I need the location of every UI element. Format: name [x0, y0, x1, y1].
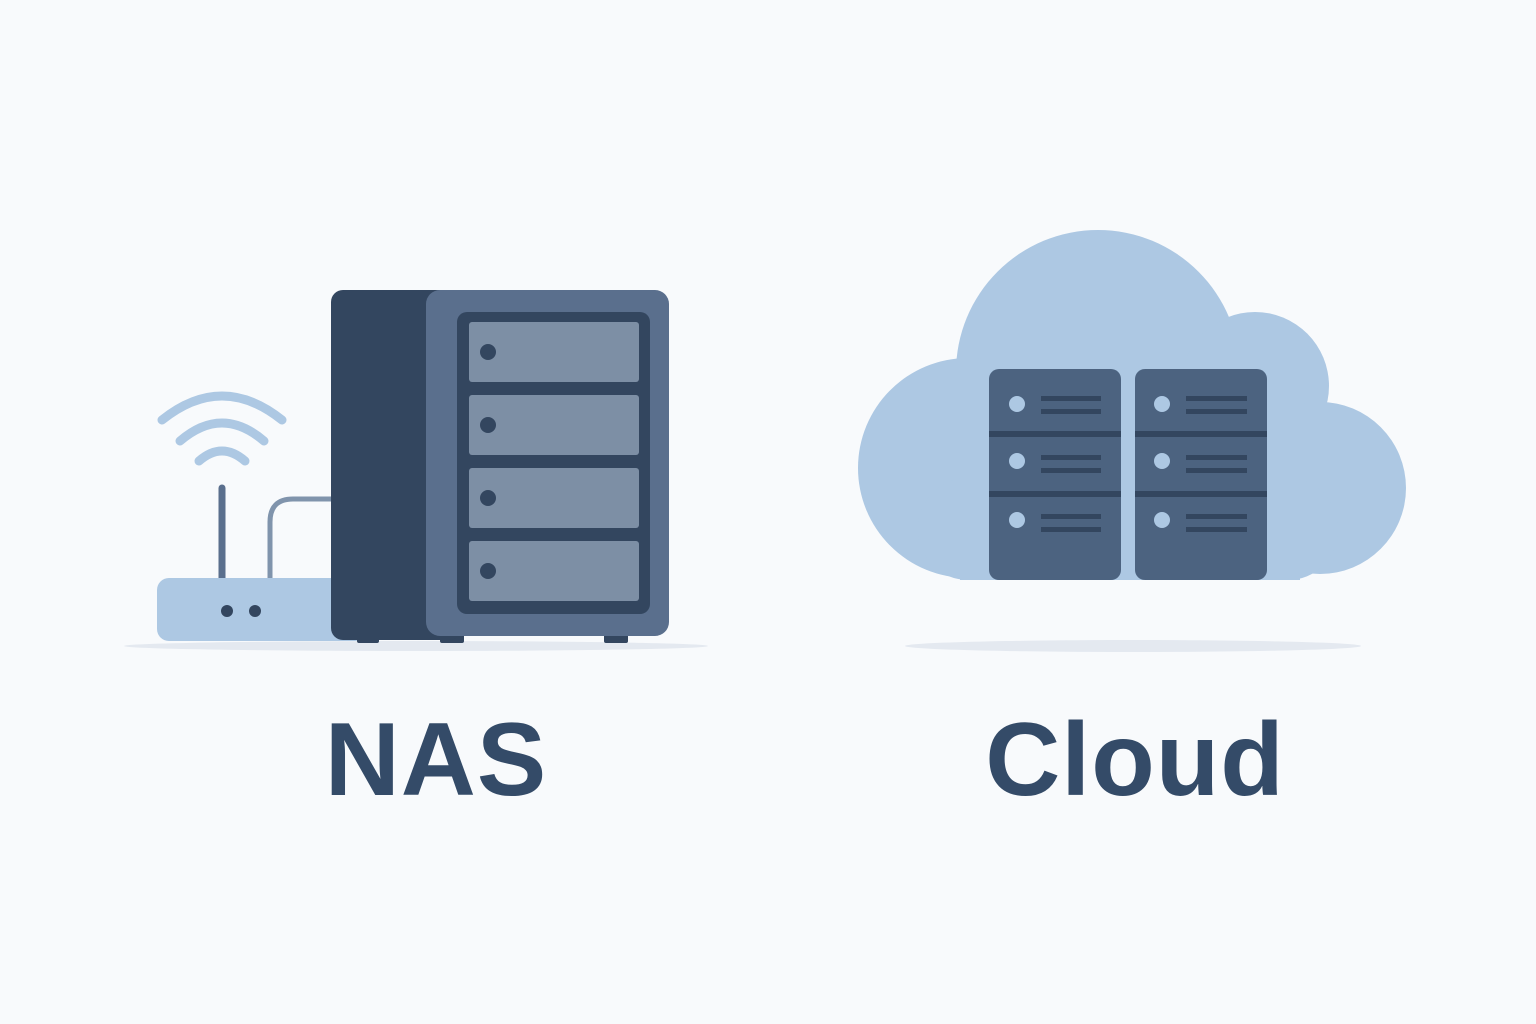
drive-indicator: [480, 563, 496, 579]
nas-bay-frame: [457, 312, 650, 614]
server-led: [1154, 396, 1170, 412]
nas-ground-shadow: [124, 641, 708, 651]
nas-label: NAS: [324, 702, 548, 818]
drive-bay: [469, 468, 639, 528]
wifi-icon: [157, 391, 287, 466]
drive-indicator: [480, 490, 496, 506]
cloud-label: Cloud: [985, 702, 1285, 818]
drive-indicator: [480, 344, 496, 360]
cloud-icon: [858, 230, 1406, 580]
server-divider: [1135, 431, 1267, 437]
server-led: [1154, 453, 1170, 469]
router-icon: [157, 578, 367, 641]
router-led: [221, 605, 233, 617]
drive-indicator: [480, 417, 496, 433]
server-rack-icon: [989, 369, 1267, 580]
server-vent: [1186, 396, 1247, 532]
server-tower: [1135, 369, 1267, 580]
server-led: [1009, 396, 1025, 412]
server-divider: [1135, 491, 1267, 497]
server-tower: [989, 369, 1121, 580]
drive-bay: [469, 322, 639, 382]
nas-illustration: [124, 290, 708, 651]
server-vent: [1041, 396, 1101, 532]
nas-server-icon: [331, 290, 669, 643]
cloud-ground-shadow: [905, 640, 1361, 652]
drive-bay: [469, 541, 639, 601]
server-divider: [989, 491, 1121, 497]
server-led: [1009, 512, 1025, 528]
server-led: [1009, 453, 1025, 469]
server-led: [1154, 512, 1170, 528]
drive-bay: [469, 395, 639, 455]
router-led: [249, 605, 261, 617]
server-divider: [989, 431, 1121, 437]
network-cable: [267, 496, 334, 580]
cloud-illustration: [858, 230, 1406, 652]
